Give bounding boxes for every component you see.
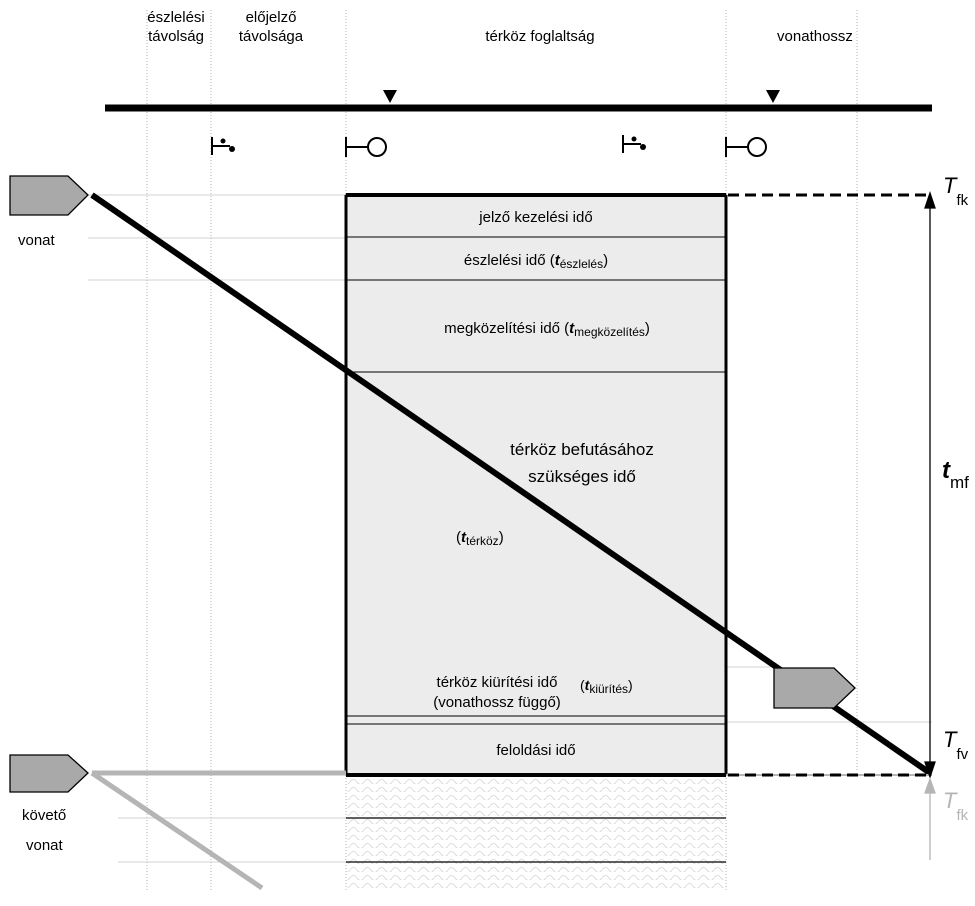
main-signal-2-icon bbox=[725, 137, 767, 157]
next-block-lines bbox=[346, 817, 726, 863]
block-start-marker-icon bbox=[383, 90, 397, 103]
distant-signal-2-icon bbox=[622, 135, 646, 153]
detection-distance-line1: észlelési bbox=[147, 9, 205, 26]
header-labels: észlelési távolság előjelző távolsága té… bbox=[147, 9, 853, 45]
train-length-label: vonathossz bbox=[777, 28, 853, 45]
release-time-label: feloldási idő bbox=[496, 742, 575, 759]
next-block-hatch bbox=[346, 775, 726, 890]
main-signal-1-icon bbox=[345, 137, 387, 157]
detection-time-label: észlelési idő (tészlelés) bbox=[464, 252, 608, 271]
train-icon-arrival bbox=[773, 667, 856, 709]
distant-signal-distance-line2: távolsága bbox=[239, 28, 304, 45]
next-tfk-arrow bbox=[924, 777, 936, 860]
block-run-line2: szükséges idő bbox=[528, 467, 636, 486]
clearing-line1: térköz kiürítési idő bbox=[437, 674, 558, 691]
distant-signal-1-icon bbox=[211, 137, 235, 155]
clearing-symbol: (tkiürítés) bbox=[580, 677, 633, 696]
blocking-time-stack bbox=[344, 193, 728, 777]
next-tfk-label: Tfk bbox=[943, 788, 969, 824]
train-length-marker-icon bbox=[766, 90, 780, 103]
tmf-dimension bbox=[924, 190, 936, 780]
detection-distance-line2: távolság bbox=[148, 28, 204, 45]
distant-signal-distance-line1: előjelző bbox=[246, 9, 297, 26]
train-icon bbox=[9, 175, 89, 216]
following-train-path bbox=[90, 770, 346, 891]
train-label: vonat bbox=[18, 232, 56, 249]
tmf-label: tmf bbox=[942, 457, 969, 492]
approach-time-label: megközelítési idő (tmegközelítés) bbox=[444, 320, 650, 339]
signal-handling-label: jelző kezelési idő bbox=[478, 209, 592, 226]
vertical-guides bbox=[146, 10, 858, 890]
tfv-label: Tfv bbox=[943, 727, 969, 763]
following-train-icon bbox=[9, 754, 89, 793]
clearing-line2: (vonathossz függő) bbox=[433, 694, 561, 711]
block-occupancy-label: térköz foglaltság bbox=[485, 28, 594, 45]
block-labels: jelző kezelési idő észlelési idő (tészle… bbox=[433, 209, 654, 759]
following-train-label-line1: követő bbox=[22, 807, 66, 824]
block-run-line1: térköz befutásához bbox=[510, 440, 654, 459]
following-train-label-line2: vonat bbox=[26, 837, 64, 854]
block-run-symbol: (ttérköz) bbox=[456, 529, 504, 548]
tfk-label: Tfk bbox=[943, 173, 969, 209]
